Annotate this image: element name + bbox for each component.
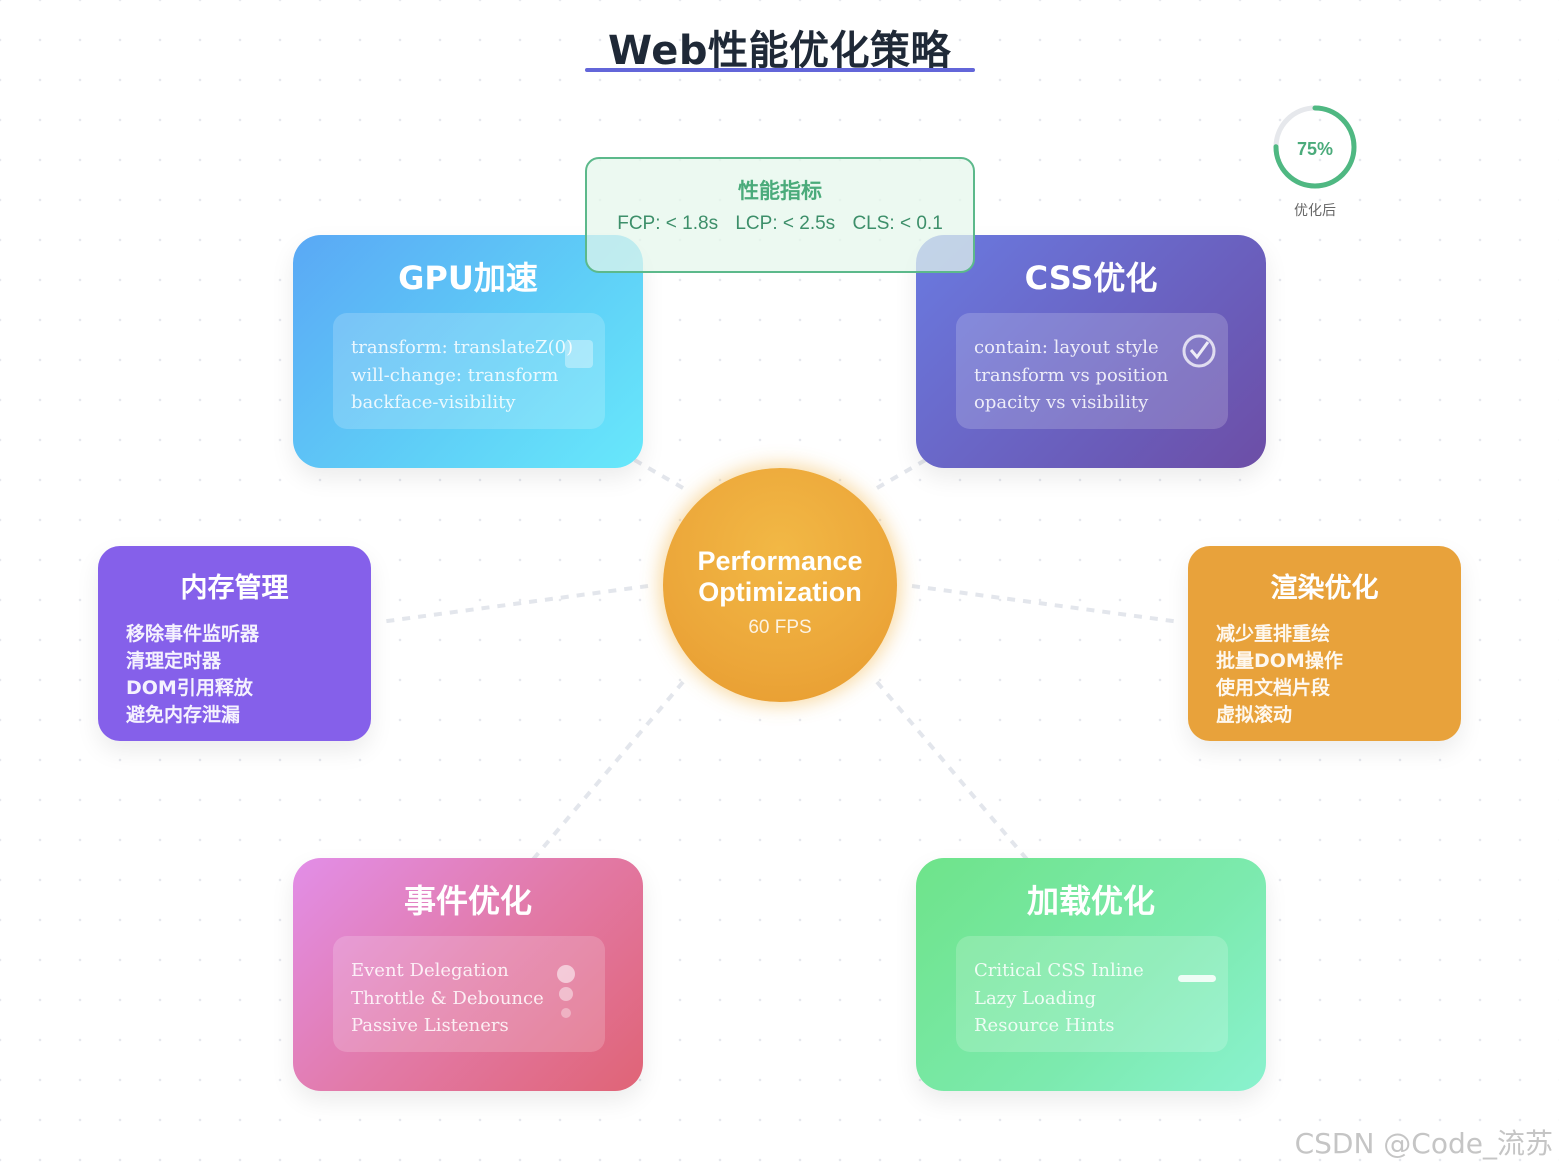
render-optimization-card: 渲染优化 减少重排重绘 批量DOM操作 使用文档片段 虚拟滚动 bbox=[1188, 546, 1461, 741]
bullet-item: 虚拟滚动 bbox=[1216, 704, 1293, 726]
bullet-item: 避免内存泄漏 bbox=[126, 704, 241, 726]
performance-metrics-panel: 性能指标 FCP: < 1.8s LCP: < 2.5s CLS: < 0.1 bbox=[585, 157, 975, 273]
code-line: Throttle & Debounce bbox=[351, 988, 544, 1009]
code-box: contain: layout style transform vs posit… bbox=[956, 313, 1228, 429]
code-box: Event Delegation Throttle & Debounce Pas… bbox=[333, 936, 605, 1052]
card-title: CSS优化 bbox=[1024, 259, 1158, 297]
loading-optimization-card: 加载优化 Critical CSS Inline Lazy Loading Re… bbox=[916, 858, 1266, 1091]
code-line: backface-visibility bbox=[351, 392, 516, 413]
code-box: Critical CSS Inline Lazy Loading Resourc… bbox=[956, 936, 1228, 1052]
progress-gauge bbox=[1273, 105, 1357, 189]
check-circle-icon bbox=[1182, 334, 1216, 368]
bullet-item: 移除事件监听器 bbox=[126, 623, 260, 645]
metric-lcp: LCP: < 2.5s bbox=[735, 213, 836, 234]
metric-cls: CLS: < 0.1 bbox=[852, 213, 943, 234]
bullet-item: DOM引用释放 bbox=[126, 677, 253, 699]
code-line: Resource Hints bbox=[974, 1015, 1115, 1036]
metric-fcp: FCP: < 1.8s bbox=[617, 213, 719, 234]
css-optimization-card: CSS优化 contain: layout style transform vs… bbox=[916, 235, 1266, 468]
gauge-arc bbox=[1273, 105, 1357, 189]
memory-management-card: 内存管理 移除事件监听器 清理定时器 DOM引用释放 避免内存泄漏 bbox=[98, 546, 371, 741]
metrics-row: FCP: < 1.8s LCP: < 2.5s CLS: < 0.1 bbox=[587, 213, 973, 235]
gpu-acceleration-card: GPU加速 transform: translateZ(0) will-chan… bbox=[293, 235, 643, 468]
bullet-item: 清理定时器 bbox=[126, 650, 222, 672]
gauge-label: 优化后 bbox=[1294, 203, 1336, 219]
dot-icon bbox=[559, 987, 573, 1001]
code-line: Critical CSS Inline bbox=[974, 960, 1144, 981]
dot-icon bbox=[561, 1008, 571, 1018]
code-line: Passive Listeners bbox=[351, 1015, 509, 1036]
watermark: CSDN @Code_流苏 bbox=[1294, 1127, 1553, 1160]
code-line: transform vs position bbox=[974, 365, 1169, 386]
event-optimization-card: 事件优化 Event Delegation Throttle & Debounc… bbox=[293, 858, 643, 1091]
center-subtitle: 60 FPS bbox=[748, 617, 812, 638]
dot-icon bbox=[557, 965, 575, 983]
cube-icon bbox=[565, 340, 593, 368]
page-title: Web性能优化策略 bbox=[608, 28, 951, 74]
bullet-item: 批量DOM操作 bbox=[1216, 650, 1343, 672]
gauge-value: 75% bbox=[1296, 139, 1334, 159]
progress-bar-icon bbox=[1178, 975, 1216, 982]
card-title: 渲染优化 bbox=[1270, 573, 1379, 604]
card-title: GPU加速 bbox=[398, 259, 538, 297]
code-line: contain: layout style bbox=[974, 337, 1159, 358]
code-line: opacity vs visibility bbox=[974, 392, 1149, 413]
metrics-title: 性能指标 bbox=[738, 179, 822, 203]
code-line: Lazy Loading bbox=[974, 988, 1096, 1009]
card-title: 内存管理 bbox=[180, 573, 289, 604]
title-underline bbox=[585, 68, 975, 72]
code-box: transform: translateZ(0) will-change: tr… bbox=[333, 313, 605, 429]
card-title: 加载优化 bbox=[1026, 882, 1155, 920]
bullet-item: 使用文档片段 bbox=[1216, 677, 1331, 699]
code-line: will-change: transform bbox=[351, 365, 559, 386]
code-line: Event Delegation bbox=[351, 960, 509, 981]
card-title: 事件优化 bbox=[403, 882, 532, 920]
bullet-item: 减少重排重绘 bbox=[1216, 623, 1331, 645]
code-line: transform: translateZ(0) bbox=[351, 337, 574, 358]
